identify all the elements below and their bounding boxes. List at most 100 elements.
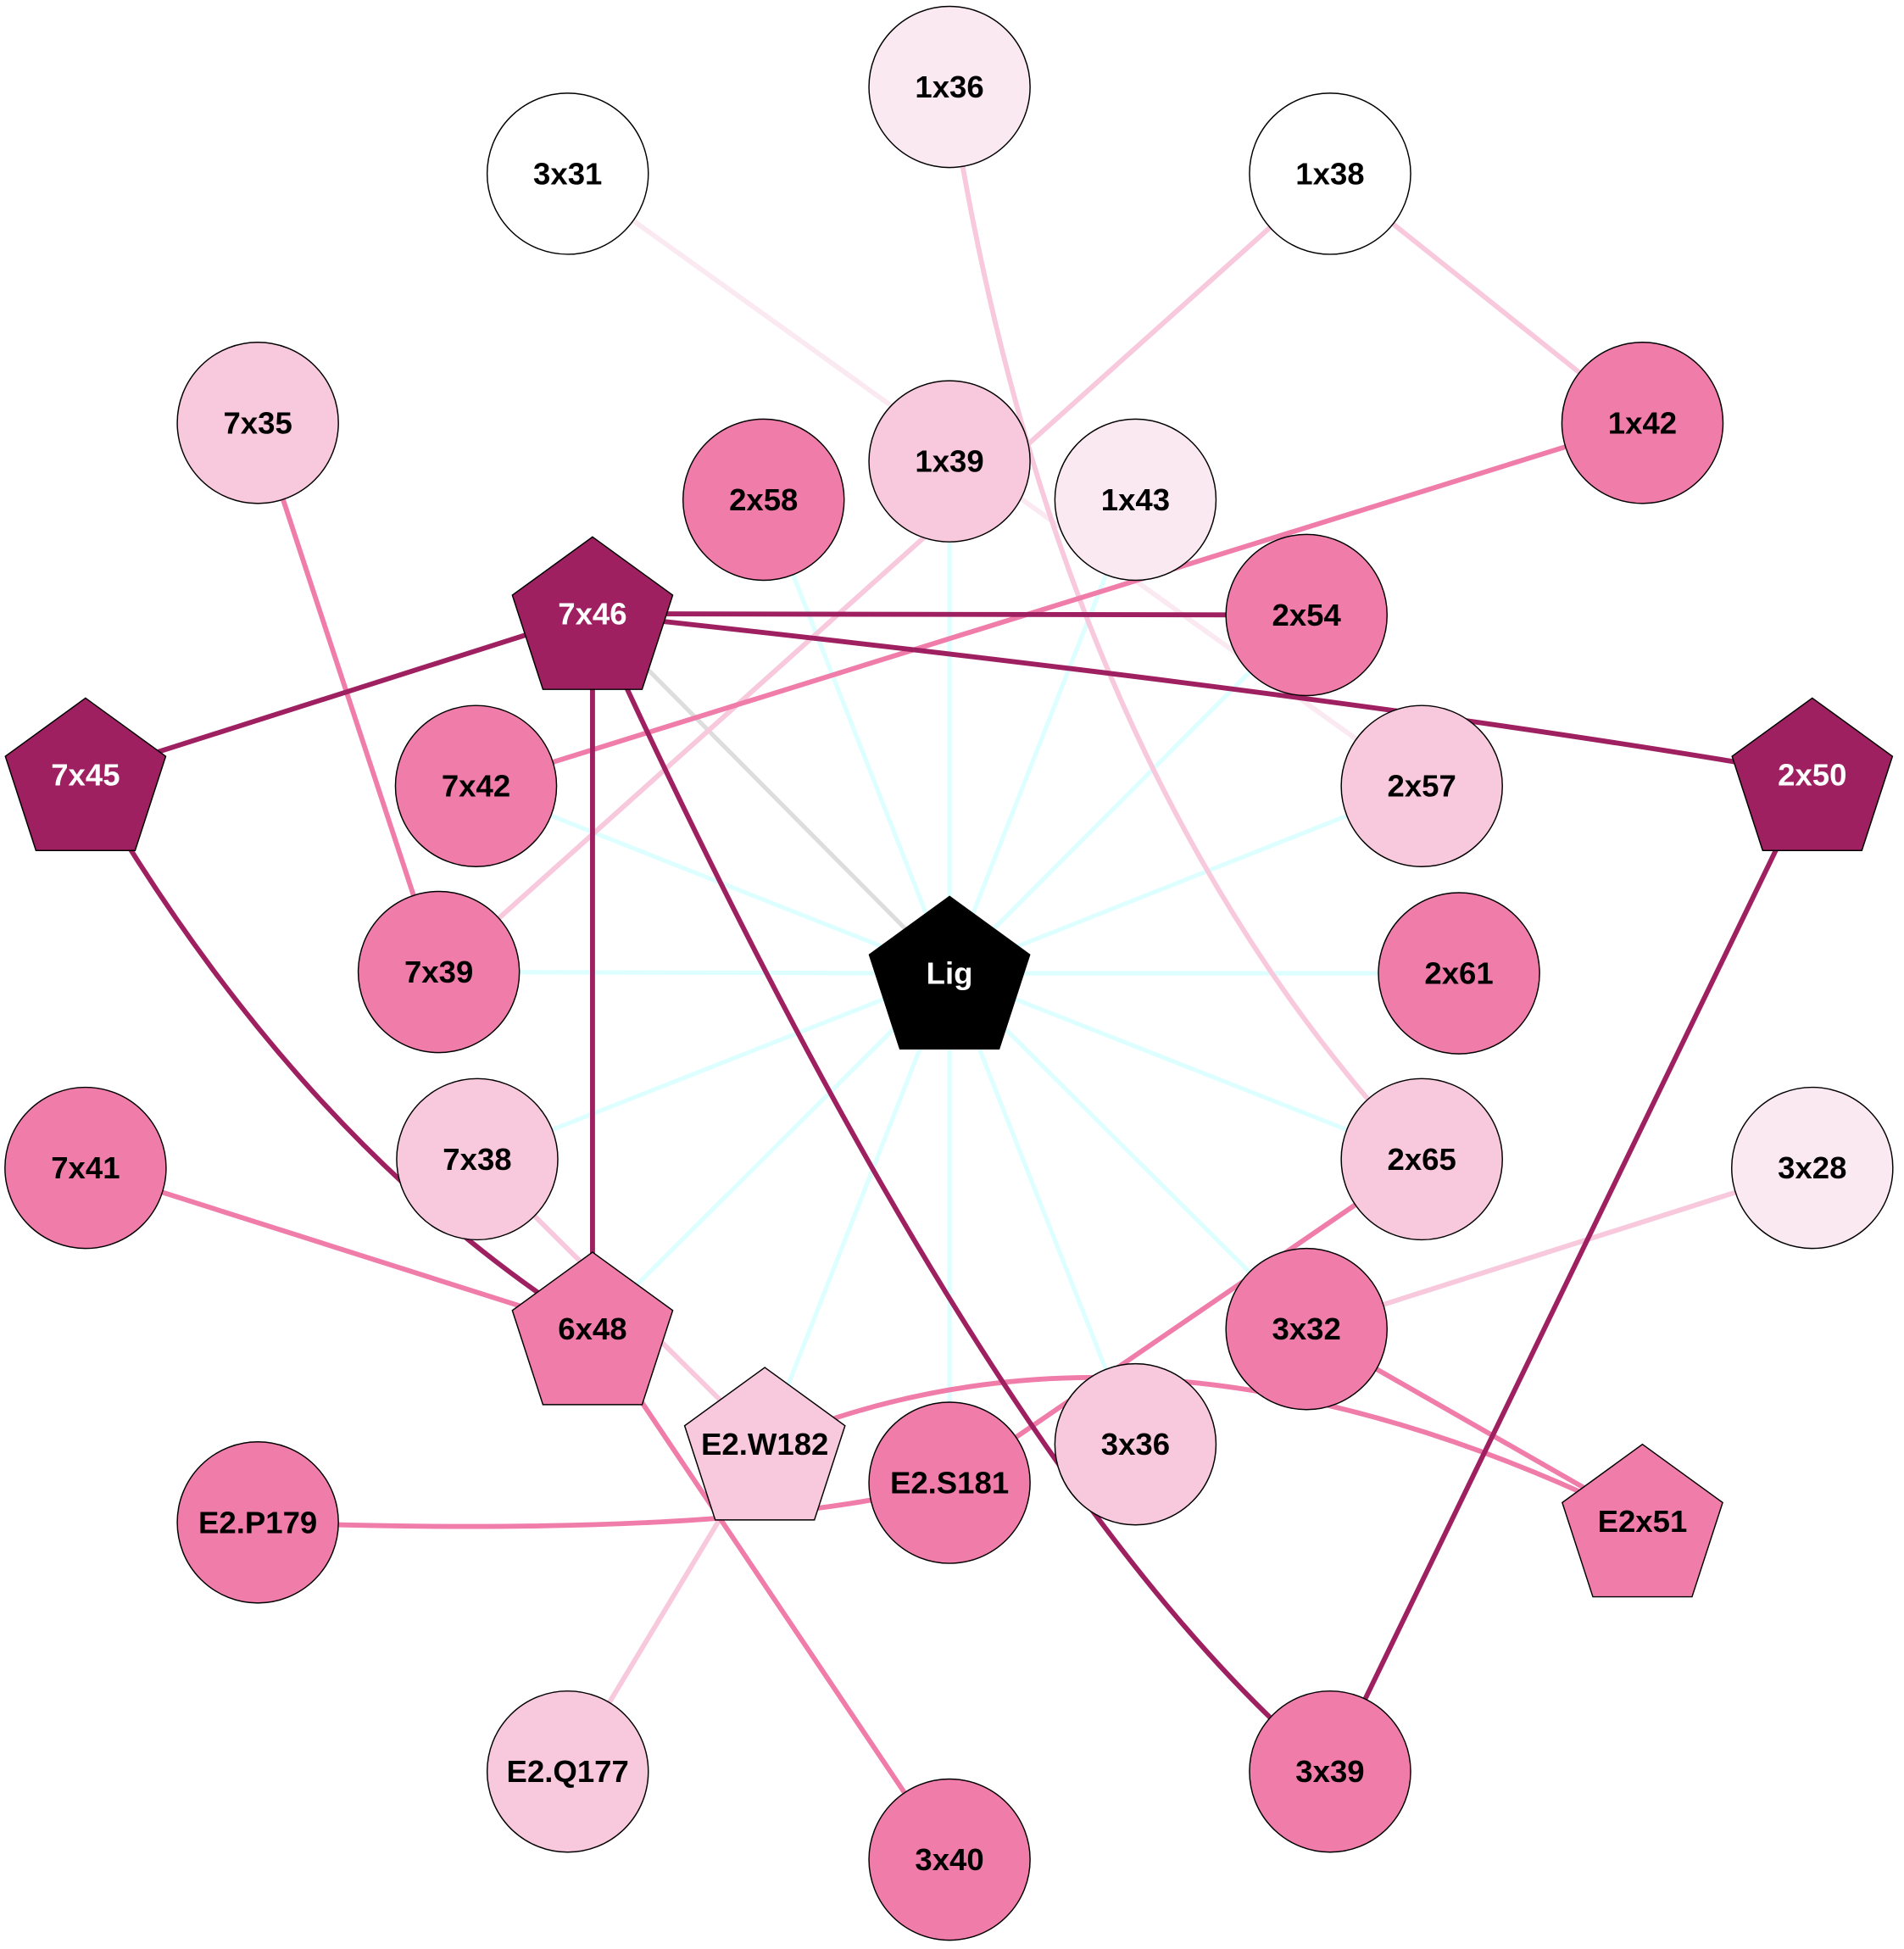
node-7x39[interactable]: 7x39 [357, 890, 521, 1054]
node-label: 7x42 [442, 769, 510, 804]
edge-1x38-7x39 [437, 171, 1332, 974]
edge-Lig-3x36 [947, 972, 1138, 1445]
circle-shape [394, 704, 558, 868]
node-3x31[interactable]: 3x31 [486, 92, 649, 255]
node-label: 2x58 [729, 482, 798, 517]
node-E2.W182[interactable]: E2.W182 [683, 1367, 846, 1521]
node-label: 3x36 [1101, 1427, 1170, 1462]
pentagon-shape [511, 536, 674, 690]
node-label: E2.Q177 [507, 1754, 629, 1789]
circle-shape [486, 92, 649, 255]
node-2x57[interactable]: 2x57 [1340, 704, 1503, 868]
node-label: 7x41 [51, 1150, 120, 1185]
node-label: 3x28 [1778, 1150, 1846, 1185]
circle-shape [868, 5, 1031, 169]
edge-Lig-2x57 [949, 783, 1423, 976]
node-7x45[interactable]: 7x45 [4, 697, 167, 852]
node-label: 7x46 [558, 596, 626, 631]
edge-Lig-2x65 [949, 971, 1423, 1161]
circle-shape [1378, 892, 1540, 1055]
node-label: 1x42 [1608, 405, 1677, 440]
circle-shape [1054, 418, 1217, 582]
node-2x54[interactable]: 2x54 [1225, 533, 1388, 697]
node-E2.P179[interactable]: E2.P179 [176, 1441, 339, 1604]
node-1x39[interactable]: 1x39 [868, 380, 1031, 543]
circle-shape [1054, 1362, 1217, 1526]
edge-Lig-E2.W182 [762, 972, 952, 1445]
node-7x41[interactable]: 7x41 [4, 1086, 167, 1250]
node-3x40[interactable]: 3x40 [868, 1778, 1031, 1941]
node-label: E2.S181 [890, 1466, 1009, 1501]
circle-shape [1225, 533, 1388, 697]
edge-2x65-E2.S181 [948, 1156, 1423, 1485]
circle-shape [1340, 704, 1503, 868]
node-E2.Q177[interactable]: E2.Q177 [486, 1690, 649, 1853]
node-label: 1x38 [1295, 156, 1364, 191]
node-label: Lig [927, 956, 973, 991]
node-2x58[interactable]: 2x58 [682, 418, 845, 582]
circle-shape [357, 890, 521, 1054]
node-7x38[interactable]: 7x38 [396, 1078, 559, 1241]
node-label: 2x57 [1388, 769, 1456, 804]
circle-shape [176, 342, 339, 504]
pentagon-shape [1731, 697, 1894, 852]
edge-7x35-7x39 [255, 421, 442, 973]
edge-7x42-1x42 [475, 420, 1644, 789]
node-7x46[interactable]: 7x46 [511, 536, 674, 690]
node-3x36[interactable]: 3x36 [1054, 1362, 1217, 1526]
circle-shape [1225, 1247, 1388, 1411]
circle-shape [1249, 92, 1411, 255]
node-1x36[interactable]: 1x36 [868, 5, 1031, 169]
pentagon-shape [683, 1367, 846, 1521]
node-1x38[interactable]: 1x38 [1249, 92, 1411, 255]
node-label: 1x36 [915, 70, 983, 104]
node-6x48[interactable]: 6x48 [511, 1251, 674, 1406]
node-2x65[interactable]: 2x65 [1340, 1078, 1503, 1241]
circle-shape [4, 1086, 167, 1250]
circle-shape [682, 418, 845, 582]
node-2x61[interactable]: 2x61 [1378, 892, 1540, 1055]
edge-7x46-2x50 [592, 611, 1813, 777]
node-label: 1x43 [1101, 482, 1170, 517]
circle-shape [868, 1401, 1031, 1564]
node-3x39[interactable]: 3x39 [1249, 1690, 1411, 1853]
circle-shape [176, 1441, 339, 1604]
node-label: 7x39 [404, 955, 473, 989]
node-label: 1x39 [915, 444, 983, 479]
edge-Lig-2x58 [761, 498, 952, 974]
edge-Lig-2x54 [948, 613, 1309, 975]
pentagon-shape [4, 697, 167, 852]
circle-shape [1340, 1078, 1503, 1241]
edge-Lig-7x39 [438, 970, 950, 976]
edge-3x28-3x32 [1306, 1165, 1813, 1332]
node-3x32[interactable]: 3x32 [1225, 1247, 1388, 1411]
node-label: 2x50 [1778, 758, 1846, 793]
node-2x50[interactable]: 2x50 [1731, 697, 1894, 852]
node-label: 6x48 [558, 1311, 626, 1346]
circle-shape [396, 1078, 559, 1241]
edge-Lig-7x38 [476, 971, 951, 1161]
node-label: E2.W182 [701, 1427, 828, 1462]
edge-7x46-3x39 [590, 612, 1332, 1774]
edge-7x41-6x48 [85, 1165, 593, 1332]
node-Lig[interactable]: Lig [868, 895, 1031, 1050]
node-1x42[interactable]: 1x42 [1561, 342, 1724, 504]
node-3x28[interactable]: 3x28 [1731, 1086, 1894, 1250]
node-E2x51[interactable]: E2x51 [1562, 1443, 1723, 1598]
node-label: 2x54 [1272, 598, 1342, 632]
circle-shape [868, 380, 1031, 543]
circle-shape [486, 1690, 649, 1853]
node-label: 7x45 [51, 758, 120, 793]
edge-Lig-3x32 [948, 972, 1309, 1331]
circle-shape [1249, 1690, 1411, 1853]
node-7x35[interactable]: 7x35 [176, 342, 339, 504]
circle-shape [1561, 342, 1724, 504]
edge-7x46-7x45 [85, 611, 593, 777]
node-E2.S181[interactable]: E2.S181 [868, 1401, 1031, 1564]
edge-Lig-1x43 [947, 498, 1138, 974]
edge-6x48-3x40 [590, 1328, 952, 1862]
node-label: E2x51 [1598, 1504, 1688, 1539]
node-1x43[interactable]: 1x43 [1054, 418, 1217, 582]
node-7x42[interactable]: 7x42 [394, 704, 558, 868]
node-label: 3x40 [915, 1842, 983, 1877]
